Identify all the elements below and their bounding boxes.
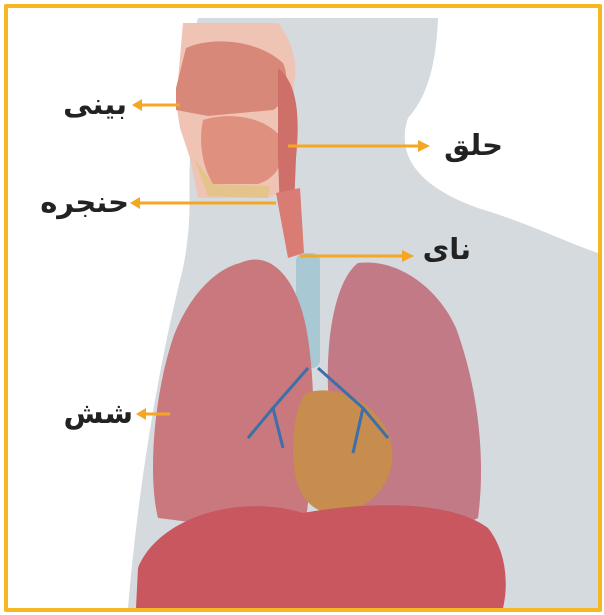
label-pharynx: حلق	[444, 131, 503, 160]
label-nose: بینی	[63, 90, 127, 119]
diagram-frame: بینی حلق حنجره نای شش	[4, 4, 602, 612]
label-larynx: حنجره	[40, 188, 129, 217]
label-trachea: نای	[423, 235, 471, 264]
arrow-nose	[132, 99, 180, 111]
label-lung: شش	[63, 399, 133, 428]
diaphragm	[136, 505, 506, 608]
